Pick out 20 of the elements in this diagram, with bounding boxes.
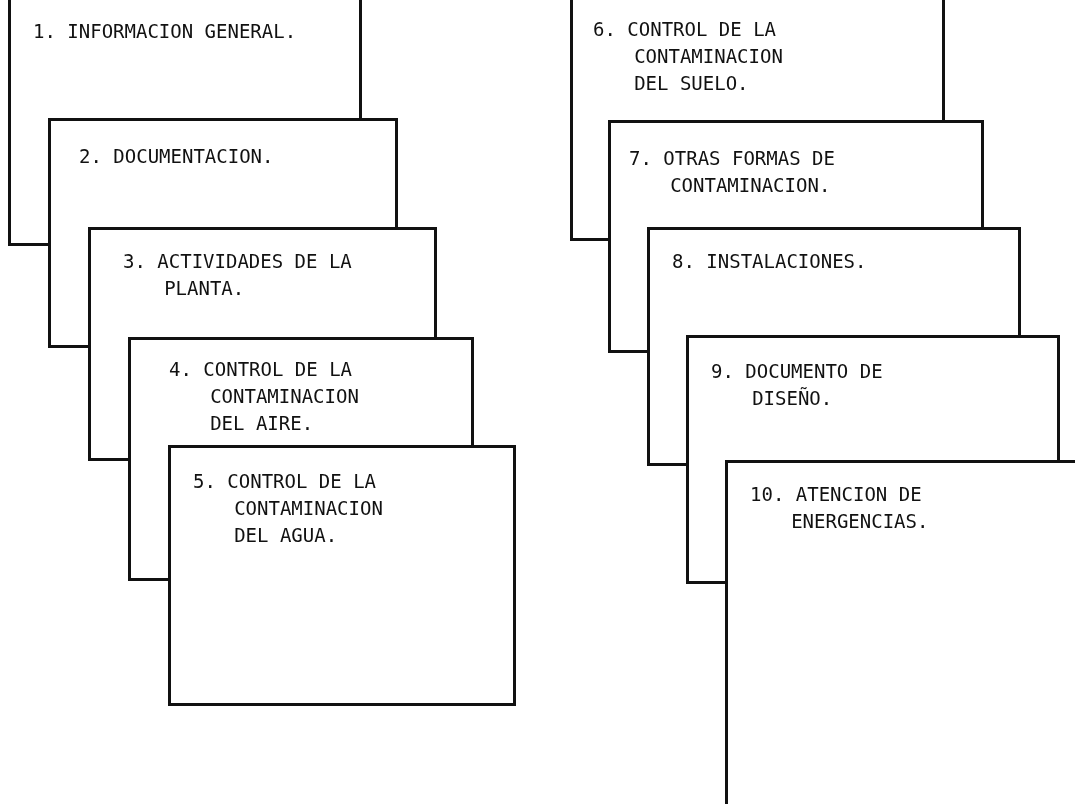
card <box>168 445 516 706</box>
card <box>608 120 984 227</box>
card-title: 7. OTRAS FORMAS DE CONTAMINACION. <box>629 146 836 198</box>
card <box>725 460 1075 804</box>
card-title: 10. ATENCION DE ENERGENCIAS. <box>750 482 930 534</box>
card-title: 1. INFORMACION GENERAL. <box>33 19 298 44</box>
card-title: 6. CONTROL DE LA CONTAMINACION DEL SUELO. <box>593 17 784 96</box>
card <box>647 227 1021 335</box>
card <box>570 0 945 120</box>
card <box>88 227 437 337</box>
card-title: 5. CONTROL DE LA CONTAMINACION DEL AGUA. <box>193 469 384 548</box>
card <box>48 118 398 227</box>
card-title: 2. DOCUMENTACION. <box>79 144 275 169</box>
card-title: 4. CONTROL DE LA CONTAMINACION DEL AIRE. <box>169 357 360 436</box>
card-title: 8. INSTALACIONES. <box>672 249 868 274</box>
card-title: 9. DOCUMENTO DE DISEÑO. <box>711 359 884 411</box>
card <box>128 337 474 445</box>
card <box>686 335 1060 460</box>
card-title: 3. ACTIVIDADES DE LA PLANTA. <box>123 249 353 301</box>
card <box>8 0 362 118</box>
